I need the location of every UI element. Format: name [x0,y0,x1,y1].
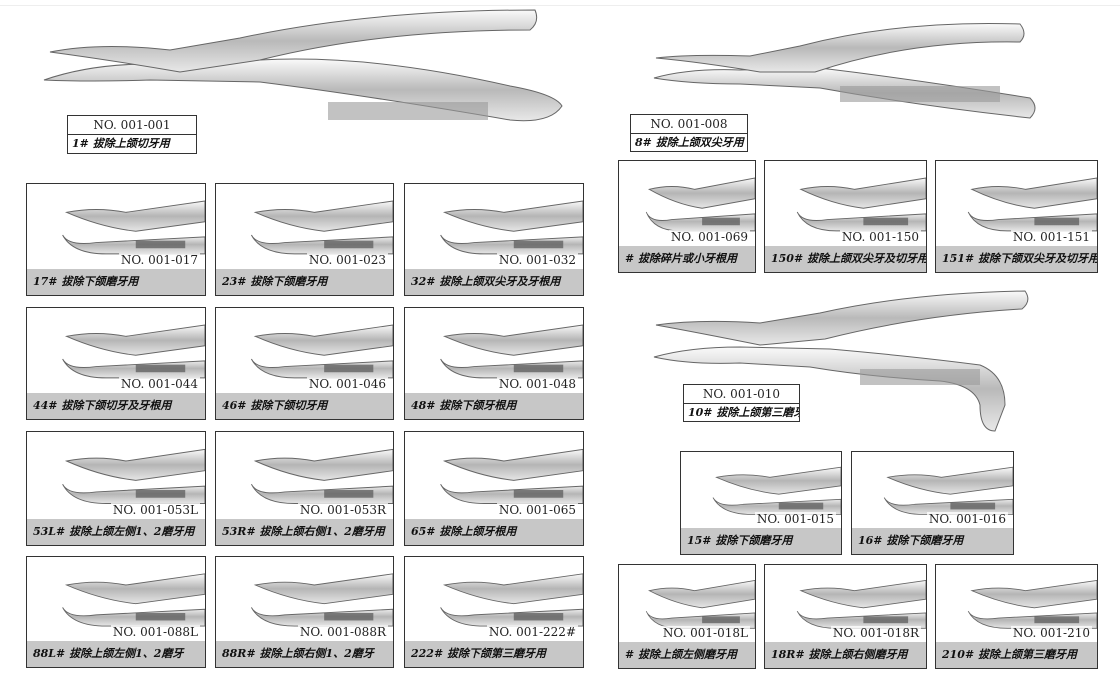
product-code: NO. 001-088L [110,625,200,639]
product-code: NO. 001-018R [830,626,921,640]
product-caption: 23# 拔除下颌磨牙用 [216,269,393,295]
product-code: NO. 001-069 [668,230,750,244]
product-tile: NO. 001-023 23# 拔除下颌磨牙用 [215,183,394,296]
product-tile: NO. 001-065 65# 拔除上颌牙根用 [404,431,584,546]
product-caption: 53R# 拔除上颌右侧1、2磨牙用 [216,519,393,545]
forceps-photo [27,184,205,269]
product-tile: NO. 001-088R 88R# 拔除上颌右侧1、2磨牙 [215,556,394,668]
product-caption: 44# 拔除下颌切牙及牙根用 [27,393,205,419]
product-caption: 16# 拔除下颌磨牙用 [852,528,1013,554]
forceps-photo [27,557,205,641]
product-caption: 150# 拔除上颌双尖牙及切牙用 [765,246,926,272]
product-code: NO. 001-222# [486,625,578,639]
forceps-photo [216,432,393,519]
product-caption: 1# 拔除上颌切牙用 [72,137,170,150]
forceps-photo [765,161,926,246]
product-code: NO. 001-151 [1010,230,1092,244]
forceps-photo [619,565,755,642]
product-tile: NO. 001-018R 18R# 拔除上颌右侧磨牙用 [764,564,927,669]
product-code: NO. 001-210 [1010,626,1092,640]
product-code: NO. 001-008 [631,115,747,134]
top-divider [0,5,1120,6]
forceps-photo [405,308,583,393]
product-caption: 65# 拔除上颌牙根用 [405,519,583,545]
forceps-photo-001-008 [650,10,1040,120]
product-caption: 151# 拔除下颌双尖牙及切牙用 [936,246,1097,272]
product-caption: 46# 拔除下颌切牙用 [216,393,393,419]
product-caption: # 拔除上颌左侧磨牙用 [619,642,755,668]
product-code: NO. 001-032 [496,253,578,267]
product-tile: NO. 001-150 150# 拔除上颌双尖牙及切牙用 [764,160,927,273]
forceps-photo [405,557,583,641]
product-tile: NO. 001-053L 53L# 拔除上颌左侧1、2磨牙用 [26,431,206,546]
product-tile: NO. 001-015 15# 拔除下颌磨牙用 [680,451,842,555]
product-code: NO. 001-088R [297,625,388,639]
product-caption: # 拔除碎片或小牙根用 [619,246,755,272]
product-code: NO. 001-150 [839,230,921,244]
product-caption: 18R# 拔除上颌右侧磨牙用 [765,642,926,668]
product-tile: NO. 001-016 16# 拔除下颌磨牙用 [851,451,1014,555]
forceps-photo-001-010 [650,285,1035,435]
product-caption: 17# 拔除下颌磨牙用 [27,269,205,295]
product-caption: 10# 拔除上颌第三磨牙用 [688,406,799,419]
product-code: NO. 001-016 [926,512,1008,526]
product-caption: 48# 拔除下颌牙根用 [405,393,583,419]
product-tile: NO. 001-048 48# 拔除下颌牙根用 [404,307,584,420]
product-tile: NO. 001-053R 53R# 拔除上颌右侧1、2磨牙用 [215,431,394,546]
product-code: NO. 001-017 [118,253,200,267]
forceps-photo [852,452,1013,528]
product-tile: NO. 001-151 151# 拔除下颌双尖牙及切牙用 [935,160,1098,273]
product-caption: 15# 拔除下颌磨牙用 [681,528,841,554]
product-caption: 222# 拔除下颌第三磨牙用 [405,641,583,667]
product-code: NO. 001-053L [110,503,200,517]
forceps-photo [405,184,583,269]
forceps-photo [27,308,205,393]
product-code: NO. 001-048 [496,377,578,391]
product-caption: 32# 拔除上颌双尖牙及牙根用 [405,269,583,295]
forceps-photo-001-001 [40,2,570,137]
product-tile: NO. 001-044 44# 拔除下颌切牙及牙根用 [26,307,206,420]
label-001-010: NO. 001-010 10# 拔除上颌第三磨牙用 [683,384,800,422]
product-caption: 88R# 拔除上颌右侧1、2磨牙 [216,641,393,667]
product-code: NO. 001-018L [660,626,750,640]
product-caption: 53L# 拔除上颌左侧1、2磨牙用 [27,519,205,545]
product-code: NO. 001-046 [306,377,388,391]
label-001-001: NO. 001-001 1# 拔除上颌切牙用 [67,115,197,154]
label-001-008: NO. 001-008 8# 拔除上颌双尖牙用 [630,114,748,152]
forceps-photo [405,432,583,519]
product-code: NO. 001-010 [684,385,799,404]
product-code: NO. 001-023 [306,253,388,267]
forceps-photo [216,184,393,269]
product-code: NO. 001-065 [496,503,578,517]
product-code: NO. 001-044 [118,377,200,391]
product-tile: NO. 001-222# 222# 拔除下颌第三磨牙用 [404,556,584,668]
forceps-photo [681,452,841,528]
product-tile: NO. 001-032 32# 拔除上颌双尖牙及牙根用 [404,183,584,296]
forceps-photo [216,557,393,641]
product-tile: NO. 001-046 46# 拔除下颌切牙用 [215,307,394,420]
product-caption: 88L# 拔除上颌左侧1、2磨牙 [27,641,205,667]
product-tile: NO. 001-069 # 拔除碎片或小牙根用 [618,160,756,273]
product-code: NO. 001-053R [297,503,388,517]
product-tile: NO. 001-017 17# 拔除下颌磨牙用 [26,183,206,296]
product-caption: 210# 拔除上颌第三磨牙用 [936,642,1097,668]
forceps-photo [765,565,926,642]
product-caption: 8# 拔除上颌双尖牙用 [635,136,744,149]
forceps-photo [619,161,755,246]
product-code: NO. 001-015 [754,512,836,526]
forceps-photo [936,565,1097,642]
forceps-photo [936,161,1097,246]
product-code: NO. 001-001 [68,116,196,135]
product-tile: NO. 001-018L # 拔除上颌左侧磨牙用 [618,564,756,669]
product-tile: NO. 001-088L 88L# 拔除上颌左侧1、2磨牙 [26,556,206,668]
forceps-photo [27,432,205,519]
forceps-photo [216,308,393,393]
product-tile: NO. 001-210 210# 拔除上颌第三磨牙用 [935,564,1098,669]
